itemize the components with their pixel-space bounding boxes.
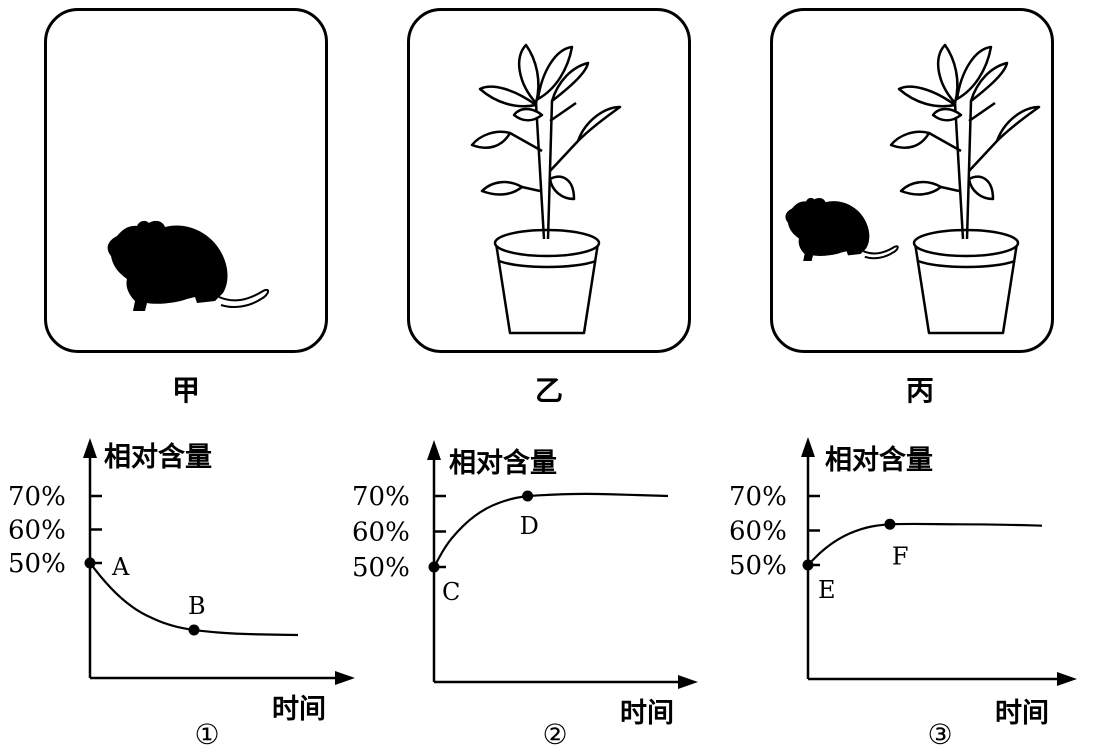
y-axis-arrow (427, 440, 441, 460)
jar-yi (407, 8, 691, 353)
x-axis-arrow (335, 671, 355, 685)
y-axis-arrow (83, 438, 97, 458)
point-label-b: B (188, 592, 206, 620)
x-axis-arrow (678, 675, 698, 689)
y-tick-label: 60% (352, 518, 410, 548)
series-line (807, 522, 1043, 566)
y-axis-arrow (801, 437, 815, 457)
plant-illustration (470, 43, 622, 335)
y-tick-label: 50% (8, 549, 66, 579)
data-point-b (188, 624, 200, 636)
chart-number: ③ (927, 718, 952, 751)
y-tick-label: 70% (352, 482, 410, 512)
y-axis-label: 相对含量 (449, 447, 557, 479)
data-point-d (522, 490, 534, 502)
data-point-e (802, 559, 814, 571)
series-line (89, 562, 299, 637)
y-tick-label: 60% (8, 516, 66, 546)
data-point-c (428, 561, 440, 573)
chart-number: ① (194, 718, 219, 751)
data-point-f (884, 518, 896, 530)
potted-plant-icon (889, 43, 1041, 335)
x-axis-label: 时间 (620, 698, 674, 729)
jar-label-yi: 乙 (535, 374, 564, 407)
point-label-a: A (111, 553, 130, 581)
jar-label-jia: 甲 (172, 374, 201, 407)
y-tick-label: 70% (8, 482, 66, 512)
y-axis-label: 相对含量 (825, 444, 933, 476)
mouse-and-plant-illustration (785, 43, 1041, 335)
y-tick-label: 70% (729, 482, 787, 512)
point-label-d: D (520, 512, 539, 540)
y-tick-label: 60% (729, 517, 787, 547)
chart-number: ② (542, 718, 567, 751)
y-tick-label: 50% (729, 551, 787, 581)
mouse-icon (785, 197, 899, 261)
potted-plant-icon (470, 43, 622, 335)
data-point-a (84, 557, 96, 569)
y-axis-label: 相对含量 (104, 441, 212, 473)
point-label-e: E (818, 576, 836, 604)
x-axis-label: 时间 (272, 694, 326, 725)
jar-label-bing: 丙 (906, 374, 935, 407)
mouse-icon (107, 220, 269, 311)
jar-bing (770, 8, 1054, 353)
jar-jia (44, 8, 328, 353)
y-tick-label: 50% (352, 553, 410, 583)
point-label-c: C (442, 578, 460, 606)
series-line (433, 492, 669, 568)
x-axis-arrow (1057, 672, 1077, 686)
x-axis-label: 时间 (995, 698, 1049, 729)
point-label-f: F (892, 542, 909, 570)
mouse-illustration (107, 220, 269, 311)
